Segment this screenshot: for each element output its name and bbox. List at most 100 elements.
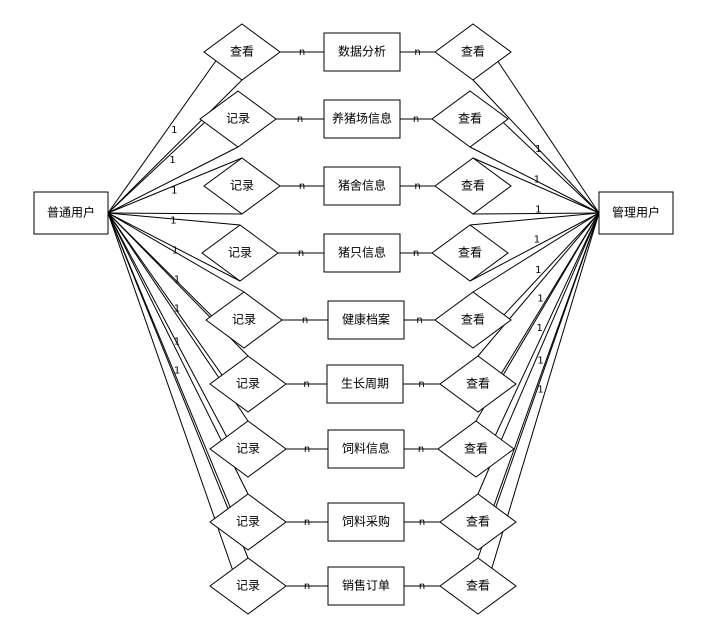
edges-layer <box>107 23 600 615</box>
relationship-diamond-right <box>439 557 517 615</box>
cardinality-n-left: n <box>299 47 305 58</box>
relationship-label-right: 查看 <box>466 515 490 529</box>
relationship-label-right: 查看 <box>466 377 490 391</box>
entity-admin-user-label: 管理用户 <box>612 205 660 220</box>
cardinality-n-left: n <box>304 444 310 455</box>
cardinality-1-left: 1 <box>170 215 176 226</box>
relationship-diamond-left <box>199 90 277 148</box>
entity-normal-user-label: 普通用户 <box>47 205 95 220</box>
edge-right-fan-bottom <box>472 212 600 215</box>
edge-left-fan-bottom <box>107 79 243 214</box>
cardinality-n-left: n <box>302 315 308 326</box>
relationship-label-left: 记录 <box>236 442 260 456</box>
cardinality-n-right: n <box>419 517 425 528</box>
relationship-diamond-right <box>434 157 512 215</box>
cardinality-1-right: 1 <box>536 323 542 334</box>
cardinality-1-right: 1 <box>537 384 543 395</box>
cardinality-n-right: n <box>414 181 420 192</box>
cardinality-n-right: n <box>416 315 422 326</box>
relationship-label-left: 查看 <box>230 45 254 59</box>
relationship-diamond-right <box>439 355 517 413</box>
relationship-label-right: 查看 <box>461 179 485 193</box>
relationship-label-left: 记录 <box>232 313 256 327</box>
edge-right-fan-bottom <box>469 146 600 214</box>
relationship-diamond-left <box>201 224 279 282</box>
entity-label: 销售订单 <box>342 578 390 593</box>
cardinality-1-left: 1 <box>171 125 177 136</box>
edge-right-fan-bottom <box>472 79 600 214</box>
relationship-diamond-left <box>203 23 281 81</box>
relationship-label-right: 查看 <box>461 313 485 327</box>
entity-box <box>327 300 405 340</box>
relationship-diamond-right <box>437 420 515 478</box>
edge-left-fan-bottom <box>107 212 243 215</box>
cardinality-n-right: n <box>419 581 425 592</box>
cardinality-n-left: n <box>297 114 303 125</box>
relationship-label-left: 记录 <box>236 579 260 593</box>
relationship-label-left: 记录 <box>228 246 252 260</box>
entity-label: 饲料信息 <box>342 441 390 456</box>
edge-left-fan-bottom <box>107 146 239 214</box>
cardinality-1-right: 1 <box>535 204 541 215</box>
entity-box <box>327 429 405 469</box>
relationship-diamond-right <box>434 291 512 349</box>
relationship-label-right: 查看 <box>458 246 482 260</box>
relationship-label-right: 查看 <box>461 45 485 59</box>
entity-box <box>326 364 404 404</box>
edge-right-fan-top <box>477 212 600 357</box>
entity-label: 猪舍信息 <box>338 178 386 193</box>
entity-label: 饲料采购 <box>342 514 390 529</box>
cardinality-1-left: 1 <box>174 336 180 347</box>
edge-right-fan-top <box>469 212 600 226</box>
cardinality-n-right: n <box>418 444 424 455</box>
cardinality-n-left: n <box>299 181 305 192</box>
cardinality-1-right: 1 <box>534 235 540 246</box>
entity-box <box>323 32 401 72</box>
relationship-label-left: 记录 <box>230 179 254 193</box>
cardinality-n-left: n <box>303 379 309 390</box>
cardinality-n-left: n <box>304 517 310 528</box>
relationship-diamond-left <box>209 493 287 551</box>
entity-label: 数据分析 <box>338 44 386 59</box>
edge-left-fan-top <box>107 212 241 226</box>
relationship-diamond-right <box>431 90 509 148</box>
edge-right-fan-bottom <box>477 212 600 615</box>
entity-box <box>323 233 401 273</box>
cardinality-1-left: 1 <box>171 185 177 196</box>
cardinality-n-right: n <box>413 114 419 125</box>
cardinality-1-left: 1 <box>174 365 180 376</box>
relationship-label-left: 记录 <box>236 377 260 391</box>
edge-right-fan-bottom <box>475 212 600 478</box>
edge-left-fan-top <box>107 157 243 214</box>
entity-box <box>327 502 405 542</box>
cardinality-n-right: n <box>414 47 420 58</box>
edge-left-fan-bottom <box>107 212 241 282</box>
cardinality-1-left: 1 <box>174 304 180 315</box>
cardinality-1-left: 1 <box>169 155 175 166</box>
cardinality-n-left: n <box>304 581 310 592</box>
edge-left-fan-bottom <box>107 212 249 478</box>
edge-right-fan-top <box>472 212 600 293</box>
edge-left-fan-bottom <box>107 212 249 551</box>
relationship-diamond-right <box>434 23 512 81</box>
relationship-diamond-left <box>209 557 287 615</box>
relationship-diamond-left <box>209 355 287 413</box>
entity-label: 生长周期 <box>341 377 389 391</box>
entity-normal-user <box>33 191 109 235</box>
entity-admin-user <box>598 191 674 235</box>
relationship-label-right: 查看 <box>464 442 488 456</box>
entity-label: 猪只信息 <box>338 245 386 260</box>
relationship-diamond-right <box>431 224 509 282</box>
relationship-diamond-right <box>439 493 517 551</box>
cardinality-n-right: n <box>418 379 424 390</box>
relationship-label-right: 查看 <box>466 579 490 593</box>
entity-label: 养猪场信息 <box>332 111 392 126</box>
entity-box <box>323 99 401 139</box>
cardinality-n-left: n <box>298 248 304 259</box>
cardinality-1-right: 1 <box>535 144 541 155</box>
relationship-diamond-left <box>205 291 283 349</box>
cardinality-1-left: 1 <box>172 246 178 257</box>
entity-label: 健康档案 <box>342 312 390 327</box>
cardinality-1-right: 1 <box>537 356 543 367</box>
edge-left-fan-bottom <box>107 212 249 615</box>
